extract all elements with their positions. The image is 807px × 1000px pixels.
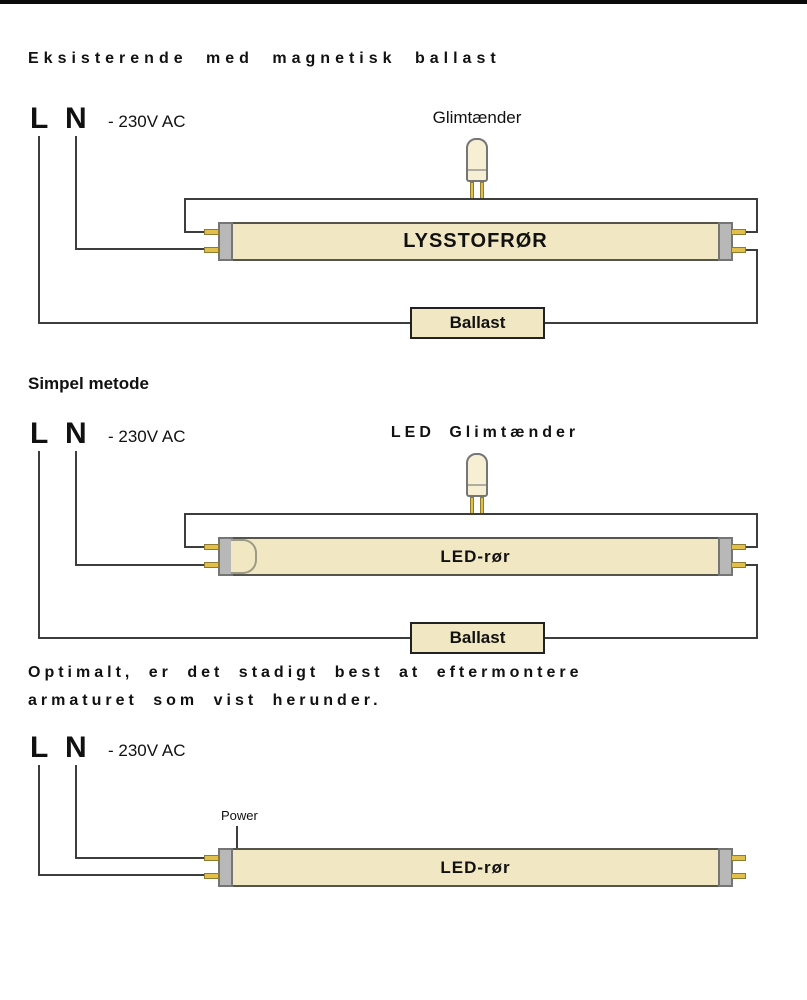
starter-seam <box>468 169 486 171</box>
tube-pin <box>731 873 746 879</box>
s2-wire-top-rail <box>184 513 758 515</box>
s2-ballast-label: Ballast <box>449 628 506 647</box>
s2-wire-right-ballast-vertical <box>756 564 758 639</box>
tube-pin <box>731 229 746 235</box>
s2-live-label: L <box>30 417 49 450</box>
s1-starter-label: Glimtænder <box>432 108 522 127</box>
tube-pin <box>204 562 219 568</box>
s3-tube-label: LED-rør <box>440 857 511 877</box>
tube-pin <box>731 562 746 568</box>
s1-wire-top-rail <box>184 198 758 200</box>
s1-live-label: L <box>30 102 49 135</box>
s1-ballast-label: Ballast <box>449 313 506 332</box>
tube-pin <box>204 873 219 879</box>
tube-pin <box>204 855 219 861</box>
s1-wire-ballast-out <box>543 322 758 324</box>
s2-tube-label: LED-rør <box>440 546 511 566</box>
s3-voltage-label: - 230V AC <box>108 741 186 760</box>
s1-wire-live-vertical <box>38 136 40 324</box>
s1-wire-right-ballast-vertical <box>756 249 758 324</box>
s1-ballast-box: Ballast <box>410 307 545 339</box>
power-pointer-line <box>236 826 238 848</box>
s2-wire-ballast-to-right-pin <box>745 564 758 566</box>
tube-endcap-right <box>718 537 733 576</box>
s1-wire-neutral-to-tube <box>75 248 206 250</box>
s2-wire-neutral-vertical <box>75 451 77 566</box>
tube-pin <box>204 247 219 253</box>
s1-wire-neutral-vertical <box>75 136 77 250</box>
s1-wire-rail-left-drop <box>184 198 186 233</box>
s2-wire-neutral-to-tube <box>75 564 206 566</box>
led-tube: LED-rør <box>218 537 733 576</box>
tube-pin <box>731 247 746 253</box>
s2-neutral-label: N <box>65 417 87 450</box>
led-tube-retrofit: LED-rør <box>218 848 733 887</box>
tube-endcap-right <box>718 222 733 261</box>
s1-wire-live-to-ballast <box>38 322 412 324</box>
s2-wire-rail-to-left-pin <box>184 546 206 548</box>
led-tube-end-bulge <box>231 539 257 574</box>
s2-wire-live-to-ballast <box>38 637 412 639</box>
s3-wire-live-to-tube <box>38 874 206 876</box>
fluorescent-tube: LYSSTOFRØR <box>218 222 733 261</box>
s2-wire-rail-left-drop <box>184 513 186 548</box>
s2-starter-label: LED Glimtænder <box>390 424 580 441</box>
s2-wire-rail-to-right-pin <box>745 546 758 548</box>
s1-voltage-label: - 230V AC <box>108 112 186 131</box>
s2-wire-live-vertical <box>38 451 40 639</box>
s3-wire-neutral-vertical <box>75 765 77 859</box>
tube-pin <box>204 544 219 550</box>
s1-wire-rail-to-left-pin <box>184 231 206 233</box>
section3-caption-line1: Optimalt, er det stadigt best at eftermo… <box>28 664 583 681</box>
section1-title: Eksisterende med magnetisk ballast <box>28 50 501 67</box>
tube-pin <box>204 229 219 235</box>
s1-wire-rail-right-drop <box>756 198 758 233</box>
s2-ballast-box: Ballast <box>410 622 545 654</box>
section3-caption-line2: armaturet som vist herunder. <box>28 692 382 709</box>
led-glow-starter <box>466 453 488 497</box>
s1-neutral-label: N <box>65 102 87 135</box>
glow-starter <box>466 138 488 182</box>
top-border <box>0 0 807 4</box>
s1-wire-rail-to-right-pin <box>745 231 758 233</box>
tube-endcap-left <box>218 222 233 261</box>
tube-pin <box>731 544 746 550</box>
tube-endcap-right <box>718 848 733 887</box>
s2-voltage-label: - 230V AC <box>108 427 186 446</box>
starter-seam <box>468 484 486 486</box>
s1-tube-label: LYSSTOFRØR <box>403 230 548 252</box>
s3-live-label: L <box>30 731 49 764</box>
s2-wire-ballast-out <box>543 637 758 639</box>
s3-wire-neutral-to-tube <box>75 857 206 859</box>
section2-title: Simpel metode <box>28 374 149 393</box>
s2-wire-rail-right-drop <box>756 513 758 548</box>
s1-wire-ballast-to-right-pin <box>745 249 758 251</box>
tube-endcap-left <box>218 848 233 887</box>
s3-wire-live-vertical <box>38 765 40 876</box>
power-label: Power <box>221 808 258 823</box>
s3-neutral-label: N <box>65 731 87 764</box>
tube-pin <box>731 855 746 861</box>
